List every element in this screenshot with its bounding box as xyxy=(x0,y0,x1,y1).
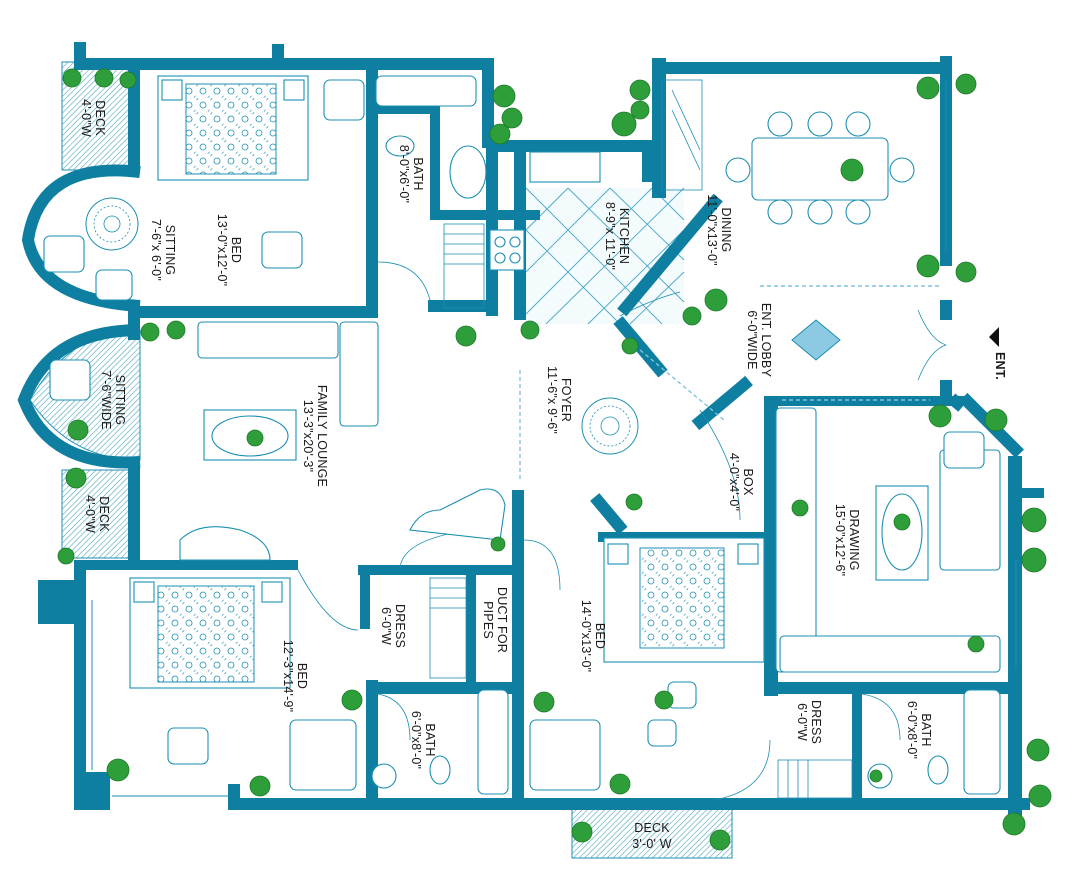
svg-text:11'-6"x 9'-6": 11'-6"x 9'-6" xyxy=(545,366,559,434)
bath-fixtures xyxy=(371,75,1001,795)
svg-text:FAMILY LOUNGE: FAMILY LOUNGE xyxy=(315,385,329,487)
svg-text:BED: BED xyxy=(295,663,309,689)
svg-text:BOX: BOX xyxy=(741,469,755,496)
svg-text:6'-0"W: 6'-0"W xyxy=(795,703,809,741)
walls xyxy=(17,42,1044,816)
svg-text:8'-0"x6'-0": 8'-0"x6'-0" xyxy=(397,145,411,203)
svg-text:DECK: DECK xyxy=(97,496,111,532)
svg-text:DINING: DINING xyxy=(719,208,733,253)
label-deck-s: DECK 3'-0' W xyxy=(632,821,672,851)
svg-text:7'-6"WIDE: 7'-6"WIDE xyxy=(99,370,113,429)
svg-text:DUCT FOR: DUCT FOR xyxy=(495,587,509,653)
svg-text:DRESS: DRESS xyxy=(393,604,407,648)
svg-text:FOYER: FOYER xyxy=(559,378,573,422)
plants xyxy=(57,68,1052,851)
svg-text:BATH: BATH xyxy=(919,713,933,746)
svg-text:SITTING: SITTING xyxy=(113,375,127,426)
entrance-arrow-icon: ENT. xyxy=(989,327,1007,380)
svg-text:SITTING: SITTING xyxy=(163,225,177,276)
svg-text:DECK: DECK xyxy=(634,821,670,835)
svg-text:DRESS: DRESS xyxy=(809,700,823,744)
dining-set xyxy=(725,111,915,225)
svg-text:4'-0"W: 4'-0"W xyxy=(79,99,93,137)
svg-text:11'-0"x13'-0": 11'-0"x13'-0" xyxy=(705,194,719,266)
svg-text:BED: BED xyxy=(593,623,607,649)
svg-text:BATH: BATH xyxy=(423,723,437,756)
entrance-label: ENT. xyxy=(993,352,1007,380)
svg-text:ENT. LOBBY: ENT. LOBBY xyxy=(759,303,773,378)
svg-text:4'-0"x4'-0": 4'-0"x4'-0" xyxy=(727,453,741,511)
svg-text:6'-0"x8'-0": 6'-0"x8'-0" xyxy=(905,701,919,759)
svg-text:BATH: BATH xyxy=(411,157,425,190)
svg-text:4'-0"W: 4'-0"W xyxy=(83,495,97,533)
svg-text:8'-9"x 11'-0": 8'-9"x 11'-0" xyxy=(603,202,617,270)
svg-text:6'-0"W: 6'-0"W xyxy=(379,607,393,645)
dashed-openings xyxy=(91,80,1017,797)
svg-text:KITCHEN: KITCHEN xyxy=(617,208,631,264)
svg-text:PIPES: PIPES xyxy=(481,601,495,639)
armchairs xyxy=(43,79,985,791)
svg-text:13'-3"x20'-3": 13'-3"x20'-3" xyxy=(301,400,315,473)
beds xyxy=(129,75,765,689)
svg-text:7'-6"x 6'-0": 7'-6"x 6'-0" xyxy=(149,219,163,281)
svg-text:6'-0"x8'-0": 6'-0"x8'-0" xyxy=(409,711,423,769)
svg-text:12'-3"x14'-9": 12'-3"x14'-9" xyxy=(281,640,295,713)
door-swings xyxy=(297,261,947,801)
svg-text:DRAWING: DRAWING xyxy=(847,509,861,570)
svg-text:14'-0"x13'-0": 14'-0"x13'-0" xyxy=(579,600,593,673)
svg-text:BED: BED xyxy=(229,237,243,263)
wardrobe-shelves xyxy=(429,79,853,799)
svg-text:6'-0"WIDE: 6'-0"WIDE xyxy=(745,310,759,369)
svg-text:13'-0"x12'-0": 13'-0"x12'-0" xyxy=(215,214,229,287)
svg-text:3'-0' W: 3'-0' W xyxy=(632,837,672,851)
svg-text:15'-0"x12'-6": 15'-0"x12'-6" xyxy=(833,504,847,577)
kitchen-tiles xyxy=(525,187,685,325)
svg-text:DECK: DECK xyxy=(93,100,107,136)
rugs xyxy=(85,197,841,455)
